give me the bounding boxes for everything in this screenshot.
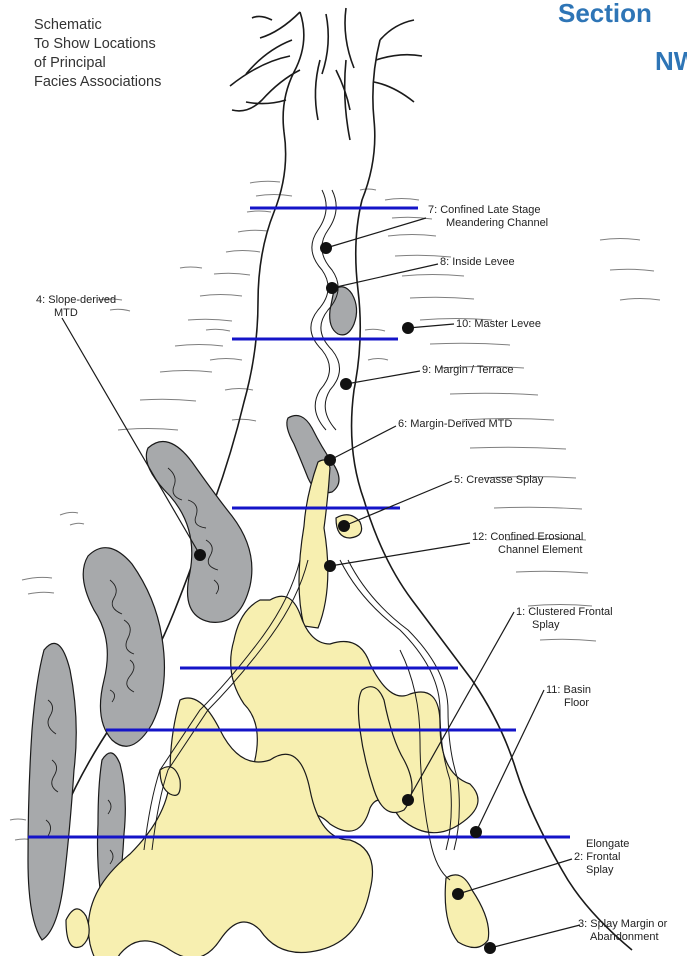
dot-3	[484, 942, 496, 954]
caption-line-4: Facies Associations	[34, 73, 161, 92]
label-4-line-1: 4: Slope-derived	[36, 294, 116, 307]
label-12-line-2: Channel Element	[472, 544, 583, 557]
dot-1	[402, 794, 414, 806]
dot-11	[470, 826, 482, 838]
label-6: 6: Margin-Derived MTD	[398, 418, 512, 431]
label-7-line-2: Meandering Channel	[428, 217, 548, 230]
label-3-line-1: 3: Splay Margin or	[578, 918, 667, 931]
label-1-line-2: Splay	[516, 619, 613, 632]
splay-margin	[445, 875, 488, 948]
label-11-line-1: 11: Basin	[546, 684, 591, 697]
label-12: 12: Confined Erosional Channel Element	[472, 531, 583, 557]
label-12-line-1: 12: Confined Erosional	[472, 531, 583, 544]
label-1: 1: Clustered Frontal Splay	[516, 606, 613, 632]
label-10: 10: Master Levee	[456, 318, 541, 331]
label-2-line-3: Splay	[574, 864, 629, 877]
label-3-line-2: Abandonment	[578, 931, 667, 944]
caption-line-3: of Principal	[34, 54, 161, 73]
dot-10	[402, 322, 414, 334]
dot-7	[320, 242, 332, 254]
mtd-inside-levee	[330, 287, 357, 335]
label-1-line-1: 1: Clustered Frontal	[516, 606, 613, 619]
slide-title-line-1: Section	[558, 0, 652, 29]
caption-line-2: To Show Locations	[34, 35, 161, 54]
slide-title-line-2: NW	[655, 46, 687, 77]
label-4: 4: Slope-derived MTD	[36, 294, 116, 320]
label-7: 7: Confined Late Stage Meandering Channe…	[428, 204, 548, 230]
dot-9	[340, 378, 352, 390]
label-2-line-1: Elongate	[574, 838, 629, 851]
diagram-caption: Schematic To Show Locations of Principal…	[34, 16, 161, 92]
label-11-line-2: Floor	[546, 697, 591, 710]
label-2: Elongate 2: Frontal Splay	[574, 838, 629, 877]
label-11: 11: Basin Floor	[546, 684, 591, 710]
label-3: 3: Splay Margin or Abandonment	[578, 918, 667, 944]
label-4-line-2: MTD	[36, 307, 116, 320]
mtd-left-upper	[83, 548, 164, 747]
mtd-left-lower	[28, 643, 76, 940]
dot-12	[324, 560, 336, 572]
dot-6	[324, 454, 336, 466]
bottom-splay-left	[66, 909, 89, 948]
caption-line-1: Schematic	[34, 16, 161, 35]
label-2-line-2: 2: Frontal	[574, 851, 629, 864]
dot-4	[194, 549, 206, 561]
channel-fill	[299, 460, 330, 628]
label-7-line-1: 7: Confined Late Stage	[428, 204, 548, 217]
label-5: 5: Crevasse Splay	[454, 474, 543, 487]
dot-8	[326, 282, 338, 294]
dot-2	[452, 888, 464, 900]
label-9: 9: Margin / Terrace	[422, 364, 514, 377]
mtd-slope-derived	[146, 442, 252, 623]
label-8: 8: Inside Levee	[440, 256, 515, 269]
dot-5	[338, 520, 350, 532]
